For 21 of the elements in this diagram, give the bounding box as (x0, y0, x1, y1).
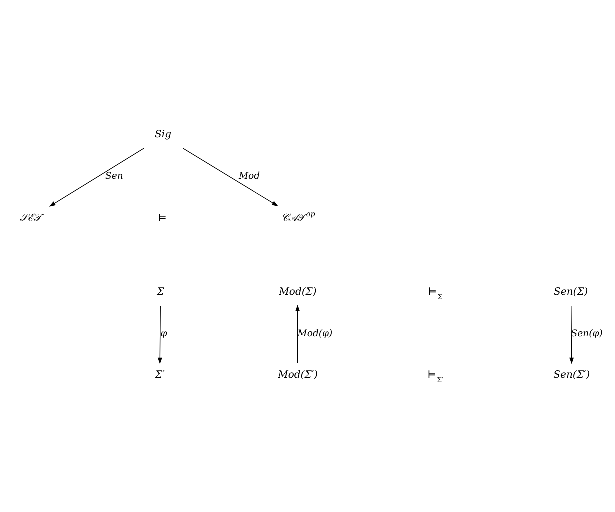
node-text: Σ (157, 286, 164, 298)
edge-label: Mod (238, 171, 260, 182)
edge-label: Sen (105, 171, 124, 182)
arrow (158, 306, 162, 364)
arrow (182, 148, 279, 207)
node-text: Σ′ (155, 370, 165, 382)
label: ⊨ (158, 214, 167, 225)
edge-label: φ (160, 328, 168, 340)
node-text: Sen(Σ′) (554, 370, 590, 382)
label: ⊨$_{Σ′}$ (428, 370, 444, 385)
node-text: 𝒞𝒜𝒯$^{op}$ (281, 209, 316, 224)
arrow (570, 306, 574, 364)
node-text: Mod(Σ′) (278, 370, 318, 382)
arrow (296, 305, 300, 364)
arrow (49, 148, 144, 207)
node-text: Sig (154, 130, 172, 141)
edge-label: Mod(φ) (298, 328, 333, 340)
node-text: Mod(Σ) (279, 286, 317, 298)
node-text: 𝒮ℰ𝒯 (20, 212, 42, 224)
label: ⊨$_{Σ}$ (428, 286, 443, 302)
node-text: Sen(Σ) (554, 286, 588, 298)
